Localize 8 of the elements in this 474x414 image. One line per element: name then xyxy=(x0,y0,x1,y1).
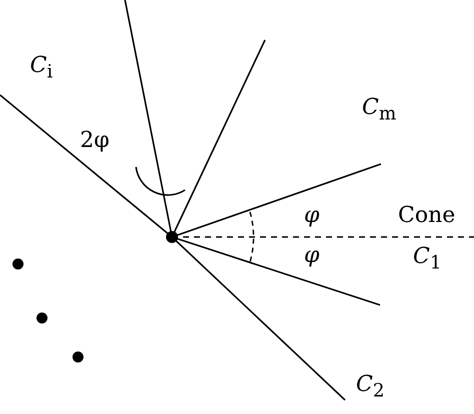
angle-label: 2φ xyxy=(80,130,110,152)
region-label: C$_{2}$ xyxy=(356,374,385,401)
cone-label: Cone xyxy=(398,205,456,227)
region-label: C$_{1}$ xyxy=(413,246,442,273)
region-label: C$_{m}$ xyxy=(362,97,396,124)
angle-label: φ xyxy=(304,205,320,227)
region-label: C$_{i}$ xyxy=(30,55,53,82)
angle-label: φ xyxy=(304,245,320,267)
